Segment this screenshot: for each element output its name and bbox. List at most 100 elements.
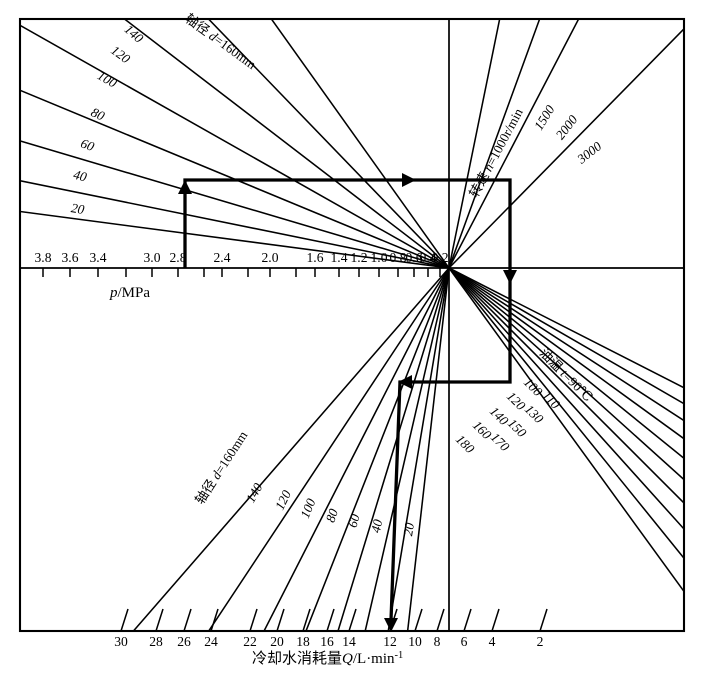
pressure-tick-label: 2.4 [214, 250, 231, 265]
chart-border [18, 17, 686, 633]
pressure-tick-label: 3.0 [144, 250, 161, 265]
fan-upper-left-100 [21, 24, 450, 269]
pressure-tick-label: 3.8 [35, 250, 52, 265]
fan-lower-left-140 [208, 267, 450, 630]
shaft-diameter-lower-header: 轴径 d=160mm [192, 428, 251, 507]
rotational-speed-label-1500: 1500 [531, 102, 558, 133]
solution-path-group [178, 173, 517, 632]
fan-lower-right-110 [448, 267, 683, 421]
path-arrow-down [503, 270, 517, 284]
flow-tick-label: 24 [204, 634, 218, 649]
shaft-diameter-lower-label-100: 100 [297, 496, 318, 520]
pressure-tick-label: 0.4 [420, 250, 437, 265]
fan-lower-left-100 [305, 267, 450, 630]
path-arrow-up [178, 180, 192, 194]
shaft-diameter-lower-label-80: 80 [323, 506, 342, 524]
path-arrow-right [402, 173, 416, 187]
flow-tick [302, 608, 311, 632]
fan-lower-left-80 [337, 267, 450, 630]
fan-upper-left-140 [208, 20, 450, 269]
fan-lower-left-60 [364, 267, 450, 630]
pressure-tick-label: 3.6 [62, 250, 79, 265]
flow-tick [491, 608, 500, 632]
shaft-diameter-lower-label-40: 40 [368, 518, 385, 534]
shaft-diameter-upper-label-20: 20 [70, 200, 86, 217]
fan-lower-right-140 [448, 267, 683, 480]
fan-lower-right-150 [448, 267, 683, 504]
fan-upper-left-120 [124, 20, 450, 269]
fan-lower-right-120 [448, 267, 683, 439]
flow-tick-label: 26 [177, 634, 191, 649]
flow-tick-label: 12 [383, 634, 397, 649]
fan-lower-right-90 [448, 267, 683, 389]
fan-lower-left-160 [133, 267, 450, 630]
flow-tick [210, 608, 219, 632]
pressure-tick-label: 1.4 [331, 250, 348, 265]
fan-upper-left-80 [21, 89, 450, 269]
flow-tick-label: 18 [296, 634, 310, 649]
fan-lower-left-120 [263, 267, 450, 630]
flow-tick-label: 4 [489, 634, 496, 649]
fan-lower-right-160 [448, 267, 683, 530]
fan-lower-right-130 [448, 267, 683, 459]
pressure-tick-label: 0.8 [390, 250, 407, 265]
flow-tick [276, 608, 285, 632]
shaft-diameter-lower-label-20: 20 [400, 521, 417, 537]
flow-tick-label: 14 [342, 634, 356, 649]
flow-tick-label: 2 [537, 634, 544, 649]
shaft-diameter-lower-label-60: 60 [345, 512, 363, 529]
fan-lower-right-180 [448, 267, 683, 592]
shaft-diameter-lower-label-120: 120 [272, 487, 294, 512]
shaft-diameter-upper-label-100: 100 [95, 68, 120, 91]
fan-upper-left-40 [21, 180, 450, 269]
pressure-tick-label: 0.6 [406, 250, 423, 265]
flow-tick [249, 608, 258, 632]
fan-upper-right-3000 [448, 28, 683, 269]
path-arrow-left [398, 375, 412, 389]
rotational-speed-header: 转速 n=1000r/min [466, 105, 526, 200]
flow-tick [414, 608, 423, 632]
flow-axis-title: 冷却水消耗量Q/L·min-1 [252, 650, 403, 668]
fan-lower-left-20 [406, 267, 450, 630]
rotational-speed-label-3000: 3000 [573, 138, 604, 167]
flow-tick-label: 8 [434, 634, 441, 649]
fan-lower-right-100 [448, 267, 683, 404]
pressure-axis-title: p/MPa [109, 285, 150, 301]
pressure-tick-label: 1.6 [307, 250, 324, 265]
shaft-diameter-upper-label-80: 80 [89, 104, 108, 123]
pressure-tick-label: 1.0 [371, 250, 388, 265]
flow-tick-label: 6 [461, 634, 468, 649]
pressure-tick-label: 2.8 [170, 250, 187, 265]
flow-tick [348, 608, 357, 632]
flow-tick [436, 608, 445, 632]
chart-frame [18, 17, 686, 633]
path-arrow-down [384, 618, 398, 632]
flow-tick-label: 20 [270, 634, 284, 649]
flow-tick-label: 30 [114, 634, 128, 649]
tick-marks-group [42, 268, 548, 632]
fan-upper-left-60 [21, 140, 450, 269]
flow-tick [539, 608, 548, 632]
pressure-tick-label: 1.2 [351, 250, 368, 265]
fan-upper-left-20 [21, 210, 450, 269]
flow-tick [183, 608, 192, 632]
flow-tick [463, 608, 472, 632]
flow-tick-label: 10 [408, 634, 422, 649]
shaft-diameter-upper-label-120: 120 [108, 42, 133, 66]
pressure-tick-label: 2.0 [262, 250, 279, 265]
oil-temperature-label-180: 180 [453, 432, 478, 457]
flow-tick-label: 22 [243, 634, 257, 649]
shaft-diameter-upper-label-60: 60 [79, 135, 97, 154]
axes-group [20, 19, 684, 632]
flow-tick-label: 16 [320, 634, 334, 649]
fan-lower-right-170 [448, 267, 683, 559]
pressure-tick-label: 0.2 [432, 250, 449, 265]
flow-tick [155, 608, 164, 632]
shaft-diameter-upper-label-40: 40 [72, 167, 89, 185]
shaft-diameter-upper-label-140: 140 [122, 21, 147, 46]
pressure-tick-label: 3.4 [90, 250, 107, 265]
fan-lower-left-40 [387, 267, 450, 630]
